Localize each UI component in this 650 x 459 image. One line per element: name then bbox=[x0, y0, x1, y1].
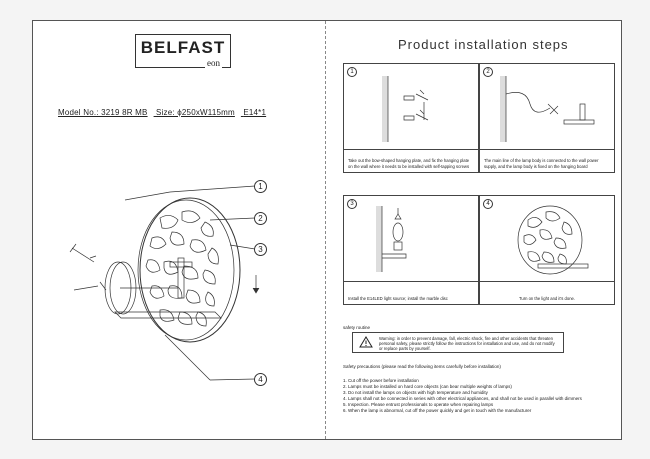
step-2-caption: The main line of the lamp body is connec… bbox=[484, 158, 599, 169]
precaution-item: 6. When the lamp is abnormal, cut off th… bbox=[343, 408, 532, 413]
step-3-number: 3 bbox=[347, 199, 357, 209]
model-line: Model No.: 3219 8R MB Size: ϕ250xW115mm … bbox=[58, 108, 272, 117]
step-1-number: 1 bbox=[347, 67, 357, 77]
precautions-title: Safety precautions (please read the foll… bbox=[343, 364, 501, 369]
step-3-illustration bbox=[376, 206, 407, 272]
step-4-illustration bbox=[517, 205, 589, 275]
step-4-panel: 4 Turn on the light and it's done. bbox=[479, 195, 615, 305]
step-2-illustration bbox=[500, 76, 595, 142]
step-1-panel: 1 Take out the bow-shaped hanging plate,… bbox=[343, 63, 479, 173]
precaution-item: 4. Lamps shall not be connected in serie… bbox=[343, 396, 582, 401]
bulb-type: E14*1 bbox=[243, 108, 267, 117]
warning-icon bbox=[359, 336, 373, 348]
callout-2: 2 bbox=[254, 212, 267, 225]
precaution-item: 2. Lamps must be installed on hard core … bbox=[343, 384, 512, 389]
step-2-number: 2 bbox=[483, 67, 493, 77]
center-fold-divider bbox=[325, 21, 326, 439]
warning-text: Warning: in order to prevent damage, fal… bbox=[379, 336, 555, 352]
step-4-caption: Turn on the light and it's done. bbox=[518, 295, 576, 301]
precaution-item: 1. Cut off the power before installation bbox=[343, 378, 419, 383]
warning-box: Warning: in order to prevent damage, fal… bbox=[352, 332, 564, 353]
brand-logo: BELFAST eon bbox=[135, 34, 231, 68]
step-2-panel: 2 The main line of the lamp body is conn… bbox=[479, 63, 615, 173]
step-2-divider bbox=[480, 149, 614, 150]
step-3-caption: Install the E14LED light source; install… bbox=[348, 295, 448, 301]
step-4-number: 4 bbox=[483, 199, 493, 209]
callout-3: 3 bbox=[254, 243, 267, 256]
brand-name: BELFAST bbox=[140, 38, 226, 57]
safety-title: safety routine bbox=[343, 325, 371, 330]
precaution-item: 3. Do not install the lamps on objects w… bbox=[343, 390, 488, 395]
step-1-divider bbox=[344, 149, 478, 150]
step-4-divider bbox=[480, 281, 614, 282]
instruction-sheet bbox=[32, 20, 622, 440]
precautions-list: 1. Cut off the power before installation… bbox=[343, 378, 582, 414]
brand-sub: eon bbox=[205, 58, 222, 68]
step-1-caption: Take out the bow-shaped hanging plate, a… bbox=[348, 158, 470, 169]
step-3-panel: 3 Install the E14LED light source; insta… bbox=[343, 195, 479, 305]
installation-title: Product installation steps bbox=[398, 37, 569, 52]
precaution-item: 5. Inspection. Please entrust profession… bbox=[343, 402, 494, 407]
step-1-illustration bbox=[382, 76, 429, 142]
callout-1: 1 bbox=[254, 180, 267, 193]
lamp-size: Size: ϕ250xW115mm bbox=[156, 108, 235, 117]
step-3-divider bbox=[344, 281, 478, 282]
exploded-lamp-drawing bbox=[69, 185, 260, 381]
callout-4: 4 bbox=[254, 373, 267, 386]
model-number: Model No.: 3219 8R MB bbox=[58, 108, 148, 117]
